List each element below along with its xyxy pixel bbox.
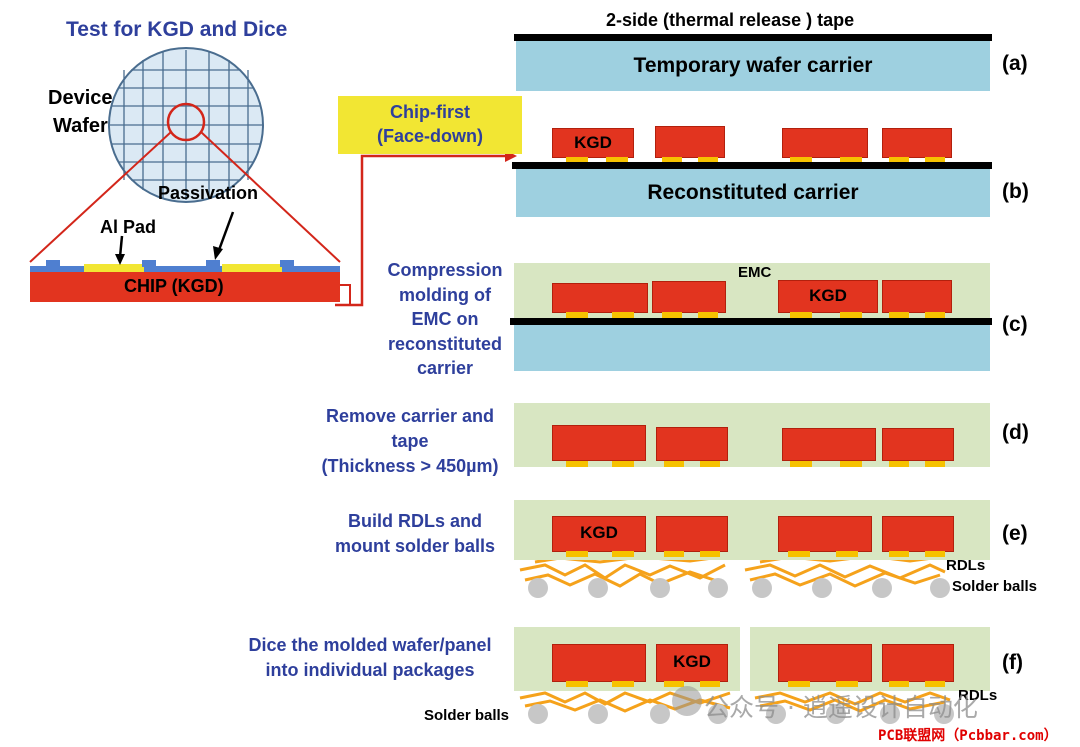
zoom-line-right <box>200 131 341 263</box>
kgd-label-c: KGD <box>809 286 847 305</box>
chip-e4 <box>882 516 954 552</box>
al-pad-left <box>84 264 144 272</box>
kgd-chip-b1: KGD <box>552 128 634 158</box>
step-d: (d) <box>1002 421 1029 444</box>
kgd-label-f: KGD <box>673 652 711 671</box>
step-f: (f) <box>1002 651 1023 674</box>
wechat-logo-icon <box>672 686 702 716</box>
kgd-chip-f2: KGD <box>656 644 728 682</box>
chip-f3 <box>778 644 872 682</box>
passivation-layer <box>30 266 340 272</box>
rdl-traces-f <box>519 691 951 713</box>
device-label: Device <box>48 87 113 109</box>
chip-body <box>30 272 340 302</box>
rdls-label-e: RDLs <box>946 557 986 574</box>
wafer-grid <box>110 50 262 200</box>
chip-b4 <box>882 128 952 158</box>
step-b: (b) <box>1002 180 1029 203</box>
chip-d1 <box>552 425 646 461</box>
carrier-c <box>514 325 990 371</box>
zoom-circle <box>166 102 206 142</box>
tape-label: 2-side (thermal release ) tape <box>606 10 855 30</box>
step-a: (a) <box>1002 52 1028 75</box>
carrier-b-label: Reconstituted carrier <box>647 181 859 204</box>
tape-a <box>514 34 992 41</box>
al-pad-right <box>222 264 282 272</box>
source-label: PCB联盟网（Pcbbar.com） <box>878 728 1058 744</box>
zoom-line-left <box>29 131 172 263</box>
solder-balls-label-f: Solder balls <box>424 707 510 724</box>
wafer-title: Test for KGD and Dice <box>66 18 288 41</box>
kgd-label-b: KGD <box>574 133 612 152</box>
chip-c4 <box>882 280 952 313</box>
rdls-label-f: RDLs <box>958 687 998 704</box>
kgd-label-e: KGD <box>580 523 618 542</box>
chip-first-line2: (Face-down) <box>377 126 483 146</box>
chip-d2 <box>656 427 728 461</box>
carrier-a-label: Temporary wafer carrier <box>633 54 873 77</box>
chip-label: CHIP (KGD) <box>124 276 224 296</box>
chip-e2 <box>656 516 728 552</box>
step-e: (e) <box>1002 522 1028 545</box>
carrier-b: Reconstituted carrier <box>516 169 990 217</box>
carrier-a: Temporary wafer carrier <box>516 41 990 91</box>
watermark: 公众号 · 逍遥设计自动化 <box>704 693 978 722</box>
chip-d3 <box>782 428 876 461</box>
chip-f1 <box>552 644 646 682</box>
emc-label: EMC <box>738 264 772 281</box>
kgd-chip-e1: KGD <box>552 516 646 552</box>
chip-first-box: Chip-first (Face-down) <box>338 96 522 154</box>
passivation-label: Passivation <box>158 183 259 203</box>
chip-b2 <box>655 126 725 158</box>
step-c: (c) <box>1002 313 1028 336</box>
chip-f4 <box>882 644 954 682</box>
tape-c <box>510 318 992 325</box>
chip-c2 <box>652 281 726 313</box>
solder-balls-label-e: Solder balls <box>952 578 1038 595</box>
wafer-label: Wafer <box>53 115 108 137</box>
al-pad-label: Al Pad <box>100 217 157 237</box>
chip-d4 <box>882 428 954 461</box>
chip-c1 <box>552 283 648 313</box>
chip-b3 <box>782 128 868 158</box>
kgd-chip-c3: KGD <box>778 280 878 313</box>
tape-b <box>512 162 992 169</box>
chip-e3 <box>778 516 872 552</box>
chip-first-line1: Chip-first <box>390 102 470 122</box>
